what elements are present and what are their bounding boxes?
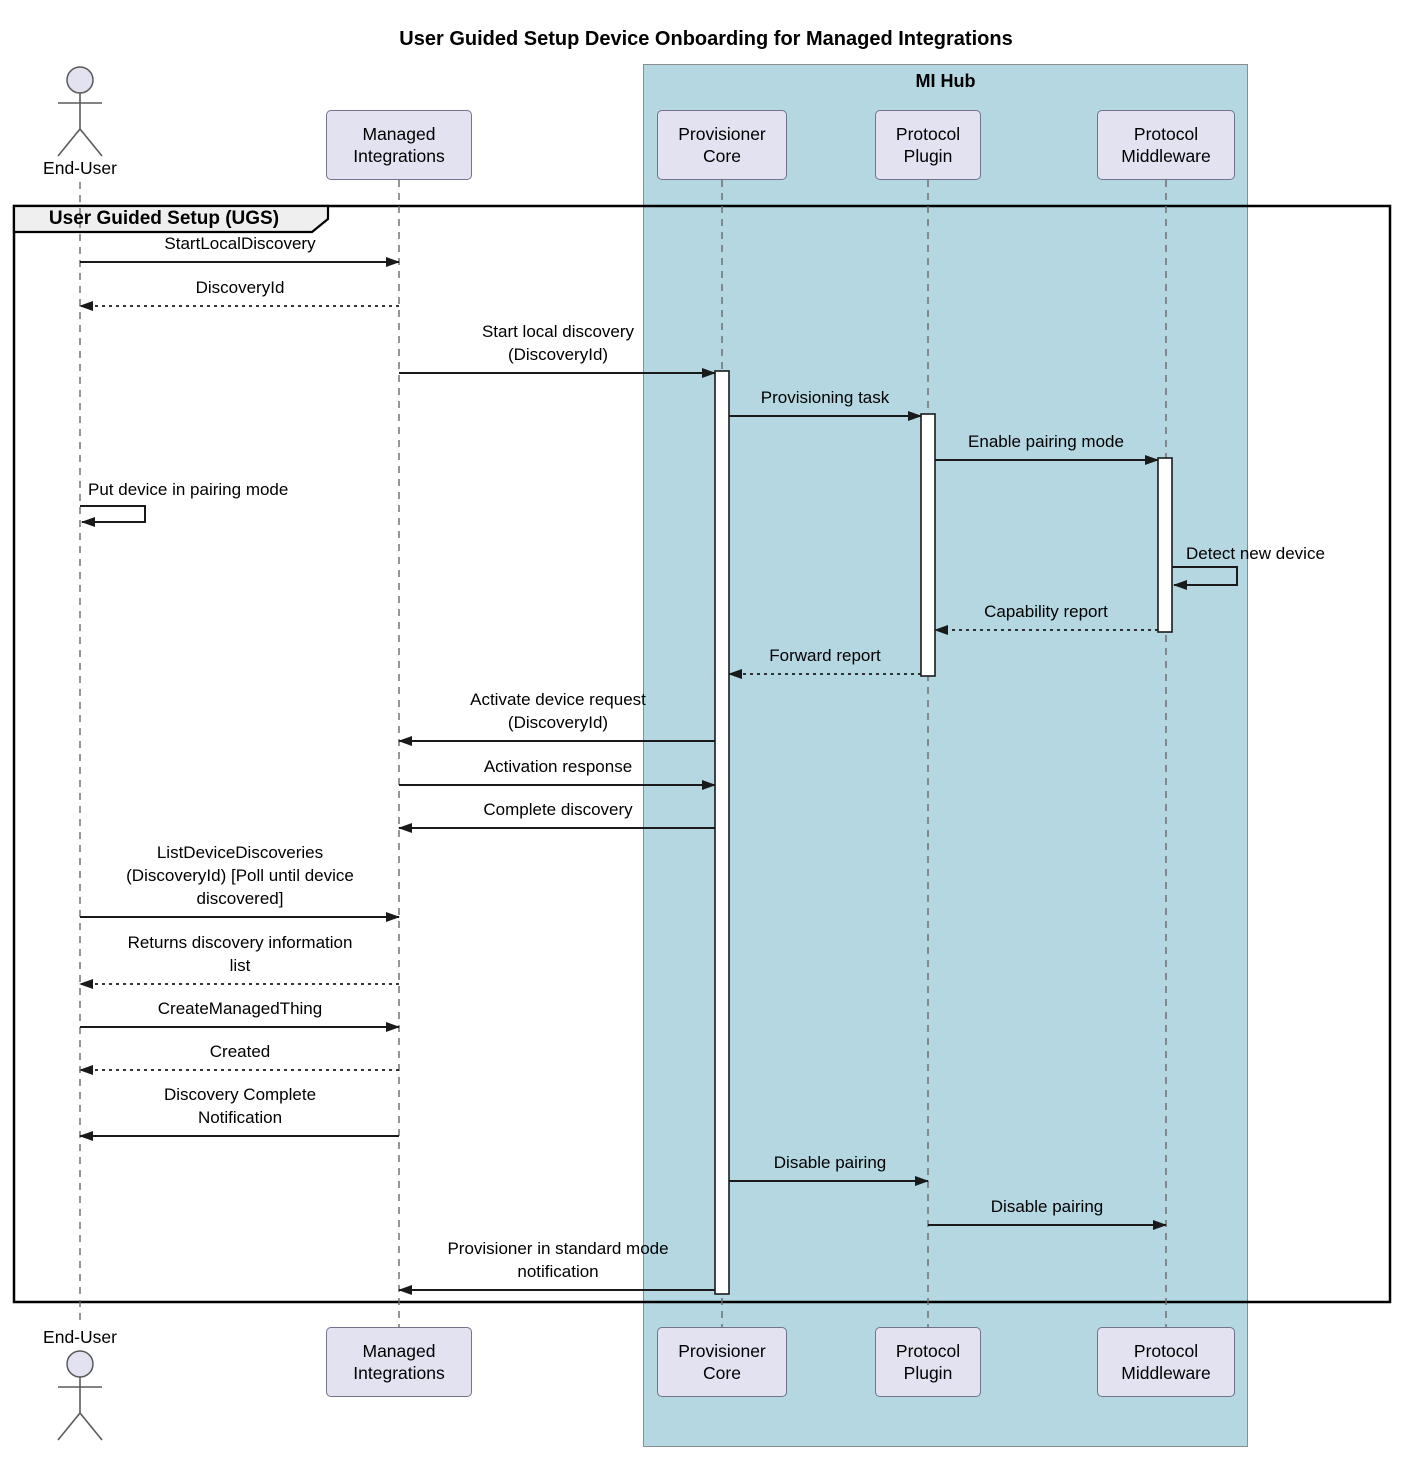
ugs-frame-border xyxy=(12,204,1392,1304)
message-label-13: Created xyxy=(209,1042,271,1061)
mi-hub-container: MI Hub xyxy=(643,64,1248,1447)
participant-protocol-plugin-bottom: Protocol Plugin xyxy=(875,1327,981,1397)
message-label-15: Disable pairing xyxy=(773,1153,887,1172)
message-label-2: Start local discovery (DiscoveryId) xyxy=(481,322,635,364)
self-message-label-1: Detect new device xyxy=(1186,544,1325,563)
actor-end-user-bottom-head xyxy=(66,1350,94,1378)
message-label-10: ListDeviceDiscoveries (DiscoveryId) [Pol… xyxy=(126,843,354,908)
self-message-label-0: Put device in pairing mode xyxy=(88,480,289,499)
participant-managed-integrations-top: Managed Integrations xyxy=(326,110,472,180)
mi-hub-label: MI Hub xyxy=(915,71,976,91)
participant-provisioner-core-top: Provisioner Core xyxy=(657,110,787,180)
message-label-3: Provisioning task xyxy=(760,388,890,407)
actor-end-user-bottom-leg-left xyxy=(57,1412,81,1441)
message-label-0: StartLocalDiscovery xyxy=(164,234,316,253)
actor-end-user-bottom-leg-right xyxy=(79,1412,103,1441)
participant-provisioner-core-bottom: Provisioner Core xyxy=(657,1327,787,1397)
activation-bar-protocol-plugin xyxy=(920,413,936,677)
participant-protocol-middleware-top: Protocol Middleware xyxy=(1097,110,1235,180)
diagram-title: User Guided Setup Device Onboarding for … xyxy=(399,28,1013,50)
participant-protocol-plugin-top: Protocol Plugin xyxy=(875,110,981,180)
message-label-9: Complete discovery xyxy=(483,800,633,819)
actor-end-user-top-leg-right xyxy=(79,128,103,157)
message-label-8: Activation response xyxy=(483,757,633,776)
message-label-16: Disable pairing xyxy=(990,1197,1104,1216)
participant-end-user-top-label: End-User xyxy=(43,158,117,178)
message-label-4: Enable pairing mode xyxy=(968,432,1124,451)
participant-end-user-bottom-label: End-User xyxy=(43,1327,117,1347)
actor-end-user-top-leg-left xyxy=(57,128,81,157)
activation-bar-provisioner-core xyxy=(714,370,730,1295)
message-label-17: Provisioner in standard mode notificatio… xyxy=(447,1239,669,1281)
self-message-arrow-0 xyxy=(80,505,146,527)
message-label-5: Capability report xyxy=(984,602,1108,621)
activation-bar-protocol-middleware xyxy=(1157,457,1173,633)
message-label-14: Discovery Complete Notification xyxy=(163,1085,317,1127)
self-message-arrow-1 xyxy=(1172,566,1238,590)
actor-end-user-top-head xyxy=(66,66,94,94)
participant-managed-integrations-bottom: Managed Integrations xyxy=(326,1327,472,1397)
message-label-6: Forward report xyxy=(769,646,881,665)
message-label-1: DiscoveryId xyxy=(195,278,285,297)
message-label-7: Activate device request (DiscoveryId) xyxy=(470,690,646,732)
ugs-frame-tab xyxy=(12,204,330,234)
message-label-12: CreateManagedThing xyxy=(157,999,323,1018)
ugs-frame-label: User Guided Setup (UGS) xyxy=(48,208,280,229)
message-label-11: Returns discovery information list xyxy=(127,933,353,975)
participant-protocol-middleware-bottom: Protocol Middleware xyxy=(1097,1327,1235,1397)
